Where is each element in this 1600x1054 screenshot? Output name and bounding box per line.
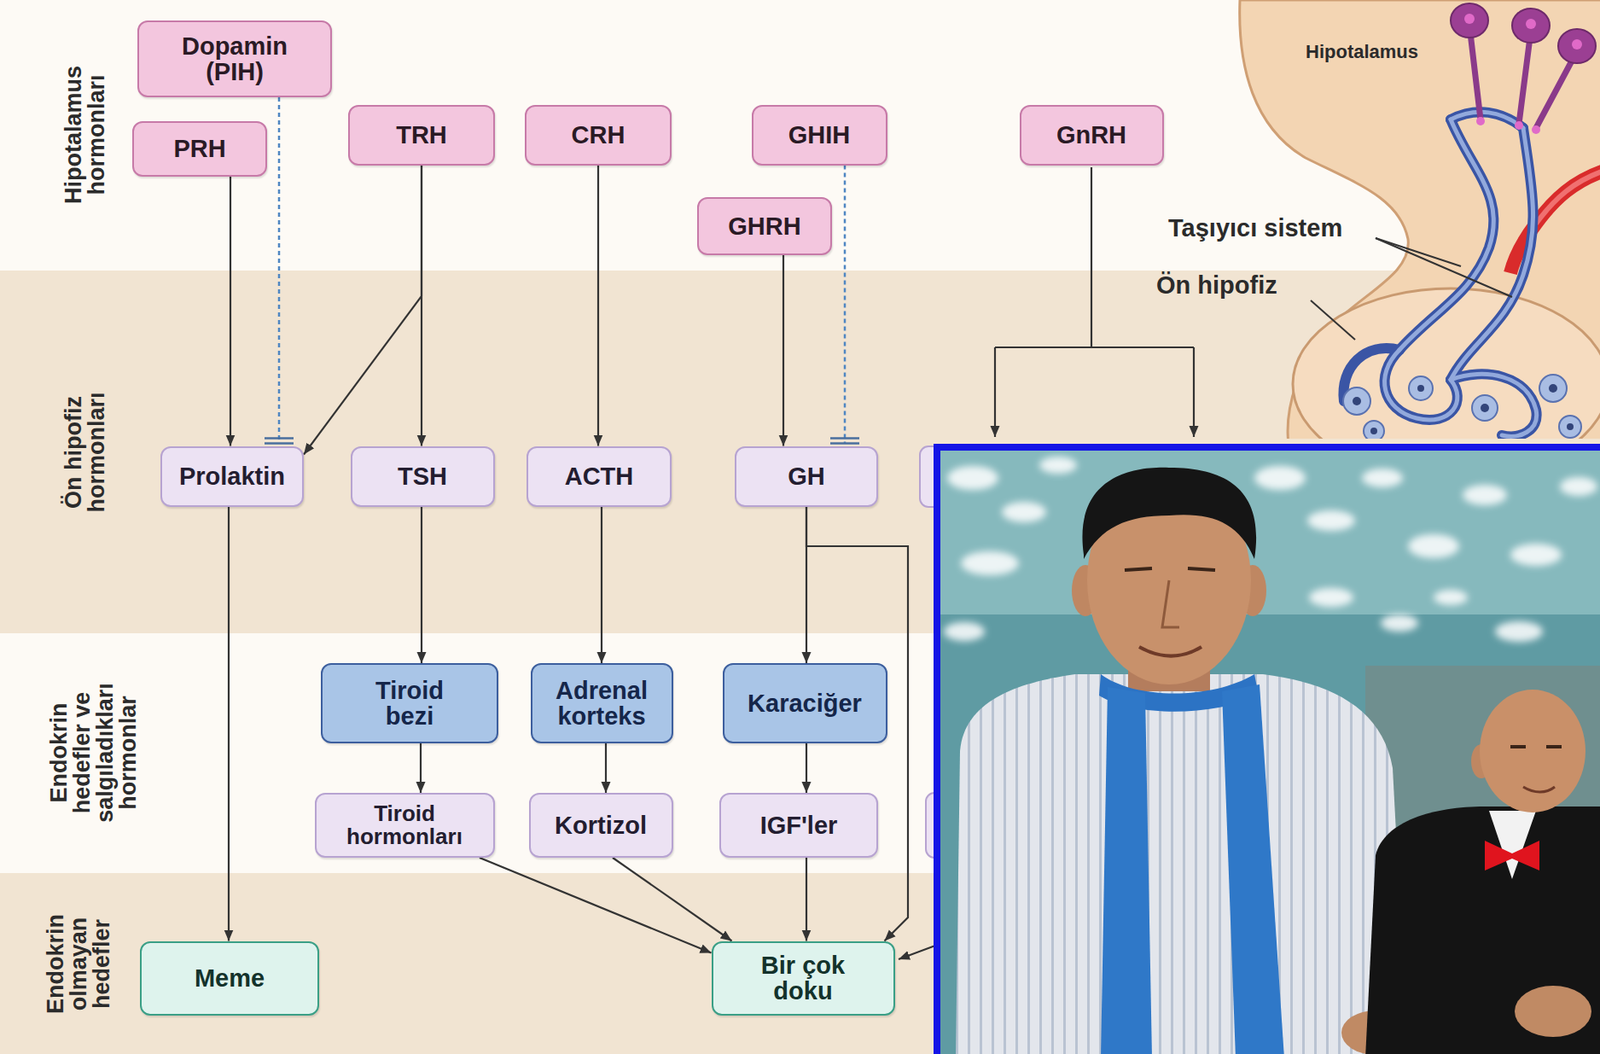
- row-label: Hipotalamus hormonları: [62, 32, 109, 238]
- connector: [806, 743, 808, 793]
- hypothalamus-hormone-box: Dopamin (PIH): [137, 20, 332, 98]
- non-endocrine-target-box: Bir çok doku: [711, 941, 896, 1016]
- row-label: Ön hipofiz hormonları: [62, 341, 109, 564]
- connector: [420, 743, 422, 793]
- connector: [303, 165, 422, 455]
- connector-line: [303, 165, 422, 455]
- pituitary-hormone-box: Prolaktin: [160, 446, 304, 507]
- node-text: GHIH: [788, 122, 851, 148]
- connector-line: [605, 743, 607, 793]
- part-label: Taşıyıcı sistem: [1168, 215, 1343, 241]
- node-text: GnRH: [1056, 122, 1127, 148]
- connector-line: [782, 255, 785, 447]
- target-hormone-box: IGF'ler: [719, 792, 879, 858]
- inhibition-connector: [264, 97, 294, 444]
- connector-line: [229, 176, 232, 447]
- connector: [228, 506, 230, 942]
- node-text: Tiroid hormonları: [325, 802, 484, 850]
- photo-frame: [936, 447, 1600, 1054]
- connector: [601, 506, 603, 664]
- node-text: GHRH: [727, 213, 801, 239]
- node-text: PRH: [173, 135, 226, 162]
- hypothalamus-hormone-box: GHIH: [751, 104, 888, 166]
- photo: [933, 443, 1600, 1054]
- connector: [612, 857, 733, 942]
- connector: [605, 743, 607, 793]
- connector-line: [843, 165, 847, 444]
- connector: [598, 165, 600, 447]
- connector: [783, 255, 785, 447]
- target-hormone-box: Tiroid hormonları: [314, 792, 495, 858]
- connector-line: [805, 857, 808, 942]
- incoming-arrow: [898, 945, 936, 960]
- connector-line: [278, 97, 281, 444]
- row-label: Endokrin hedefler ve salgıladıkları horm…: [47, 667, 140, 838]
- node-text: TRH: [395, 122, 448, 148]
- hypothalamus-hormone-box: GHRH: [697, 197, 832, 256]
- node-text: Bir çok doku: [738, 952, 867, 1005]
- target-hormone-box: Kortizol: [529, 792, 674, 858]
- connector-line: [419, 743, 422, 793]
- pituitary-hormone-box: GH: [734, 446, 879, 507]
- part-label: Hipotalamus: [1305, 42, 1419, 62]
- connector: [806, 857, 808, 942]
- connector-line: [597, 165, 600, 447]
- node-text: Karaciğer: [747, 690, 862, 716]
- gnrh-branch: [994, 167, 1194, 437]
- node-text: IGF'ler: [760, 812, 838, 838]
- pituitary-hormone-box: TSH: [350, 446, 495, 507]
- node-text: TSH: [397, 463, 448, 489]
- connector-line: [600, 506, 603, 664]
- endocrine-target-box: Karaciğer: [722, 663, 888, 744]
- inhibition-bar: [264, 438, 294, 444]
- node-text: Meme: [194, 965, 265, 991]
- node-text: Adrenal korteks: [546, 677, 658, 730]
- endocrine-target-box: Adrenal korteks: [530, 663, 674, 744]
- non-endocrine-target-box: Meme: [139, 941, 320, 1016]
- connector-line: [805, 743, 808, 793]
- connector-line: [612, 857, 733, 942]
- hypothalamus-hormone-box: TRH: [348, 104, 495, 166]
- inhibition-bar: [830, 438, 860, 444]
- pituitary-hormone-box: ACTH: [526, 446, 672, 507]
- node-text: Tiroid bezi: [358, 677, 461, 730]
- node-text: ACTH: [564, 463, 635, 489]
- node-text: Kortizol: [554, 812, 647, 838]
- connector-line: [479, 857, 712, 954]
- node-text: Prolaktin: [179, 463, 286, 489]
- inhibition-connector: [830, 165, 860, 444]
- node-text: CRH: [571, 122, 626, 148]
- node-text: Dopamin (PIH): [170, 33, 299, 86]
- connector-line: [420, 506, 423, 664]
- node-text: GH: [787, 463, 826, 489]
- hypothalamus-hormone-box: GnRH: [1019, 104, 1164, 166]
- connector: [479, 857, 712, 954]
- row-label: Endokrin olmayan hedefler: [44, 886, 114, 1041]
- connector: [230, 176, 232, 447]
- leader-line: [1310, 238, 1513, 340]
- connector-line: [227, 506, 230, 942]
- part-label: Ön hipofiz: [1156, 273, 1278, 298]
- connector: [421, 506, 423, 664]
- hypothalamus-hormone-box: CRH: [524, 104, 672, 166]
- hypothalamus-hormone-box: PRH: [132, 121, 268, 177]
- endocrine-target-box: Tiroid bezi: [320, 663, 499, 744]
